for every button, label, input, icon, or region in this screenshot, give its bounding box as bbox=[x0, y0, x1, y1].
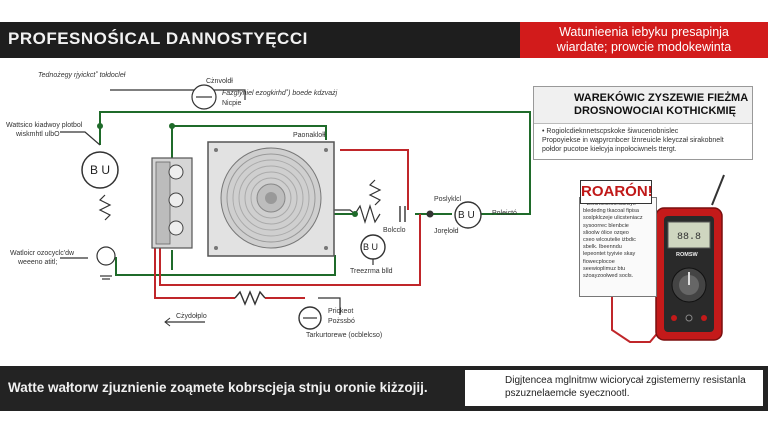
notes-line: fiowecplocoe bbox=[583, 258, 615, 265]
label-top-left: Tednożegy rjyickct˚ tołdocleł bbox=[38, 72, 126, 79]
svg-text:88.8: 88.8 bbox=[677, 232, 701, 243]
safety-heading-line-2: DROSNOWOCIAI KOTHICKMIĘ bbox=[574, 105, 736, 117]
label-bottom-b-1: Prickeot bbox=[328, 308, 354, 315]
label-lower-b-caption: Treezrma blld bbox=[350, 268, 393, 275]
label-top-center: Cżnvoldł bbox=[206, 78, 233, 85]
label-bottom-arrow: Cżydołplo bbox=[176, 313, 207, 320]
header-bar: PROFESNOŚICAL DANNOSTYĘCCI Watunieenia i… bbox=[0, 22, 768, 58]
notes-line: cxeo wlcoutelie iżbdic bbox=[583, 237, 636, 244]
warning-banner: Watunieenia iebyku presapinja wiardate; … bbox=[520, 22, 768, 58]
notes-line: lepeontet tyyivie skay bbox=[583, 251, 636, 258]
label-bulb-top-right: Fazglyniel ezogkirhd˚) boede kdzvażj bbox=[222, 90, 338, 97]
label-right-cap-2: Joręlołd bbox=[434, 228, 459, 235]
notes-line: sysoorrec blenbcie bbox=[583, 222, 629, 229]
safety-warning-heading: WAREKÓWIC ZYSZEWIE FIEŻMA DROSNOWOCIAI K… bbox=[574, 92, 748, 118]
footer-text: Watte wałtorw zjuznienie zoąmete kobrscj… bbox=[8, 380, 428, 395]
notes-box: • Belcholicroorctsrbyk blededng tkacoal … bbox=[579, 197, 657, 297]
safety-warning-body: • Rogiolcdieknnetscpskoke šiwucenobnisle… bbox=[542, 127, 747, 154]
bu-lower-motor: B U bbox=[363, 242, 379, 252]
multimeter-brand: ROMSW bbox=[676, 252, 698, 258]
notes-title: ROARÓN! bbox=[580, 180, 653, 204]
safety-warning-header: WAREKÓWIC ZYSZEWIE FIEŻMA DROSNOWOCIAI K… bbox=[534, 87, 752, 124]
banner-line-2: wiardate; prowcie modokewinta bbox=[556, 40, 732, 54]
safety-body-line-3: połdor pucotoe kiełcyja inpołociwnels tt… bbox=[542, 146, 677, 153]
label-bottom-left-1: Watloicr ozocyclc'dw bbox=[10, 250, 75, 257]
label-bottom-left-2: weeeno atitl; bbox=[18, 259, 58, 266]
label-left-sensor-1: Wattsico kiadwoy plotbol bbox=[6, 122, 83, 129]
multimeter-icon bbox=[656, 208, 722, 340]
label-motor-caption: Paonaklołł bbox=[293, 132, 326, 139]
notes-line: blededng tkacoal fipisa bbox=[583, 208, 639, 215]
label-right-motor-top: Poleictó bbox=[492, 210, 517, 217]
footer-warning-line-1: Digjtencea mglnitmw wiciorycał zgistemer… bbox=[505, 375, 746, 386]
footer-warning-text: Digjtencea mglnitmw wiciorycał zgistemer… bbox=[505, 374, 746, 400]
safety-heading-line-1: WAREKÓWIC ZYSZEWIE FIEŻMA bbox=[574, 92, 749, 104]
banner-line-1: Watunieenia iebyku presapinja bbox=[559, 25, 729, 39]
notes-line: seewioplimuz btu bbox=[583, 265, 626, 272]
bu-right-motor: B U bbox=[458, 210, 475, 221]
footer-bar: Watte wałtorw zjuznienie zoąmete kobrscj… bbox=[0, 366, 768, 411]
page-title: PROFESNOŚICAL DANNOSTYĘCCI bbox=[8, 29, 308, 48]
label-small-b-mid: Bolcclo bbox=[383, 227, 406, 234]
warning-triangle-icon bbox=[468, 370, 498, 398]
notes-line: sbelk. Ibeenndu bbox=[583, 244, 622, 251]
label-bottom-b-3: Tarkurtorewe (ocblelcso) bbox=[306, 332, 383, 339]
label-right-cap-1: Poslyklcl bbox=[434, 196, 462, 203]
safety-body-line-1: • Rogiolcdieknnetscpskoke šiwucenobnisle… bbox=[542, 128, 679, 135]
safety-warning-box: WAREKÓWIC ZYSZEWIE FIEŻMA DROSNOWOCIAI K… bbox=[533, 86, 753, 160]
safety-body-line-2: Propoyiekse in wąpyrcnbcer lżnreuicle kl… bbox=[542, 137, 724, 144]
footer-warning-box: Digjtencea mglnitmw wiciorycał zgistemer… bbox=[465, 370, 763, 406]
footer-warning-line-2: pszuznelaemcłe syecznootl. bbox=[505, 388, 630, 399]
label-left-sensor-2: wiskmhtl ulbO bbox=[16, 131, 60, 138]
notes-line: • Belcholicroorctsrbyk bbox=[583, 201, 636, 207]
label-bulb-top-sub: Nicpie bbox=[222, 100, 242, 107]
label-bottom-b-2: Pożssbó bbox=[328, 318, 355, 325]
notes-line: slioolw ólice ozqeo bbox=[583, 229, 629, 236]
bu-left-motor: B U bbox=[90, 163, 111, 177]
notes-line: sżoayzoołwed socłs. bbox=[583, 273, 634, 280]
notes-line: soslpklczeje ulicsteniacz bbox=[583, 215, 643, 222]
